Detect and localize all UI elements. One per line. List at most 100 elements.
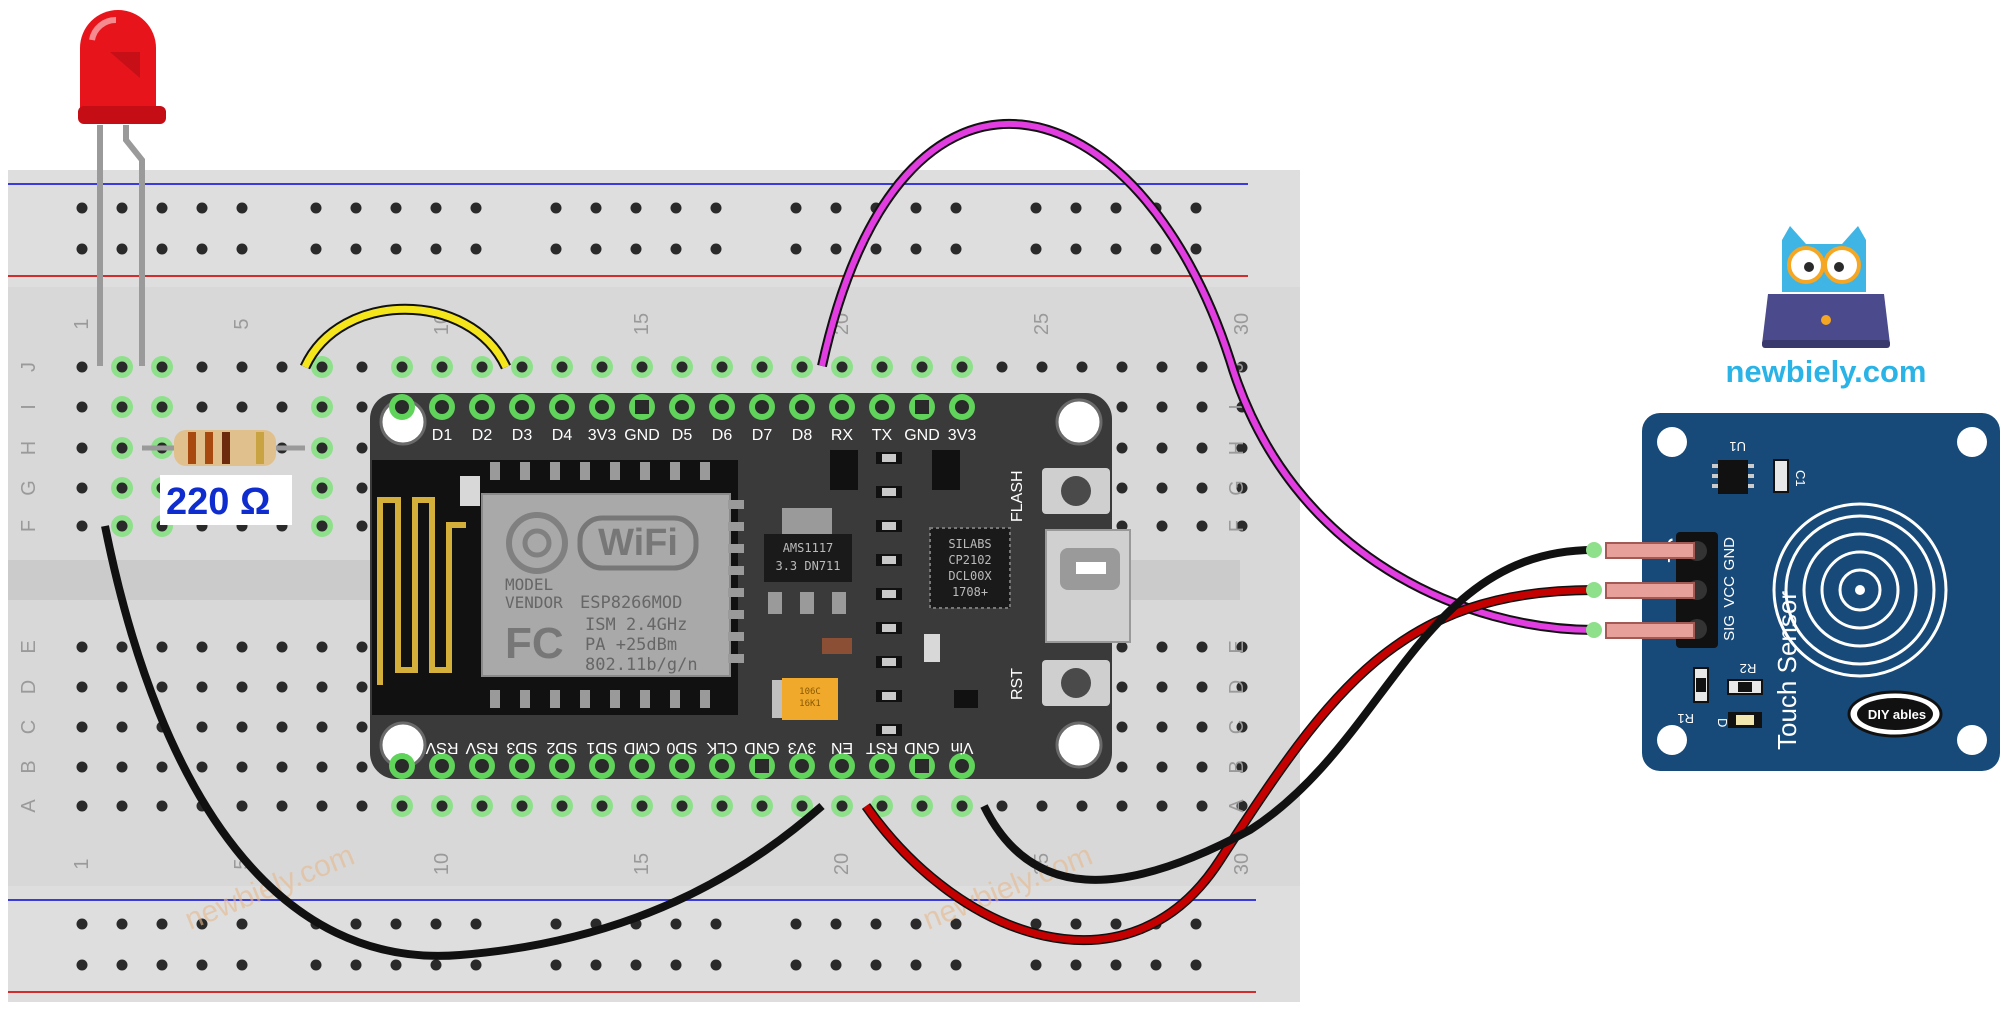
rst-button[interactable]	[1042, 660, 1110, 706]
breadboard-hole[interactable]	[236, 641, 248, 653]
rail-hole[interactable]	[310, 243, 322, 255]
breadboard-hole[interactable]	[1236, 482, 1248, 494]
breadboard-hole[interactable]	[76, 482, 88, 494]
breadboard-hole[interactable]	[76, 361, 88, 373]
board-pin-top[interactable]	[435, 400, 449, 414]
breadboard-hole[interactable]	[316, 442, 328, 454]
board-pin-bottom[interactable]	[595, 759, 609, 773]
rail-hole[interactable]	[76, 202, 88, 214]
rail-hole[interactable]	[470, 918, 482, 930]
breadboard-hole[interactable]	[236, 681, 248, 693]
breadboard-hole[interactable]	[236, 761, 248, 773]
rail-hole[interactable]	[710, 202, 722, 214]
rail-hole[interactable]	[76, 959, 88, 971]
breadboard-hole[interactable]	[156, 761, 168, 773]
breadboard-hole[interactable]	[76, 442, 88, 454]
breadboard-hole[interactable]	[116, 482, 128, 494]
board-pin-bottom[interactable]	[635, 759, 649, 773]
rail-hole[interactable]	[1190, 202, 1202, 214]
board-pin-top[interactable]	[635, 400, 649, 414]
breadboard-hole[interactable]	[276, 401, 288, 413]
rail-hole[interactable]	[710, 959, 722, 971]
board-pin-bottom[interactable]	[795, 759, 809, 773]
rail-hole[interactable]	[196, 918, 208, 930]
rail-hole[interactable]	[830, 918, 842, 930]
breadboard-hole[interactable]	[1196, 761, 1208, 773]
breadboard-hole[interactable]	[1116, 401, 1128, 413]
breadboard-hole[interactable]	[196, 401, 208, 413]
rail-hole[interactable]	[236, 202, 248, 214]
breadboard-hole[interactable]	[76, 721, 88, 733]
breadboard-hole[interactable]	[356, 761, 368, 773]
board-pin-bottom[interactable]	[755, 759, 769, 773]
breadboard-hole[interactable]	[476, 800, 488, 812]
rail-hole[interactable]	[870, 918, 882, 930]
rail-hole[interactable]	[156, 243, 168, 255]
breadboard-hole[interactable]	[756, 800, 768, 812]
rail-hole[interactable]	[1150, 959, 1162, 971]
breadboard-hole[interactable]	[1036, 361, 1048, 373]
breadboard-hole[interactable]	[236, 800, 248, 812]
rail-hole[interactable]	[630, 959, 642, 971]
rail-hole[interactable]	[950, 202, 962, 214]
rail-hole[interactable]	[1110, 243, 1122, 255]
breadboard-hole[interactable]	[1156, 361, 1168, 373]
rail-hole[interactable]	[1190, 918, 1202, 930]
board-pin-bottom[interactable]	[435, 759, 449, 773]
rail-hole[interactable]	[1030, 202, 1042, 214]
breadboard-hole[interactable]	[1116, 361, 1128, 373]
breadboard-hole[interactable]	[116, 681, 128, 693]
breadboard-hole[interactable]	[716, 361, 728, 373]
breadboard-hole[interactable]	[836, 361, 848, 373]
breadboard-hole[interactable]	[516, 800, 528, 812]
rail-hole[interactable]	[470, 202, 482, 214]
rail-hole[interactable]	[1190, 243, 1202, 255]
breadboard-hole[interactable]	[876, 361, 888, 373]
board-pin-top[interactable]	[475, 400, 489, 414]
rail-hole[interactable]	[950, 243, 962, 255]
breadboard-hole[interactable]	[796, 361, 808, 373]
breadboard-hole[interactable]	[356, 641, 368, 653]
rail-hole[interactable]	[550, 243, 562, 255]
rail-hole[interactable]	[196, 202, 208, 214]
breadboard-hole[interactable]	[196, 361, 208, 373]
breadboard-hole[interactable]	[196, 681, 208, 693]
breadboard-hole[interactable]	[156, 361, 168, 373]
breadboard-hole[interactable]	[316, 800, 328, 812]
breadboard-hole[interactable]	[1036, 800, 1048, 812]
rail-hole[interactable]	[550, 959, 562, 971]
rail-hole[interactable]	[670, 243, 682, 255]
rail-hole[interactable]	[1190, 959, 1202, 971]
breadboard-hole[interactable]	[356, 442, 368, 454]
breadboard-hole[interactable]	[316, 641, 328, 653]
rail-hole[interactable]	[1070, 918, 1082, 930]
breadboard-hole[interactable]	[1076, 800, 1088, 812]
rail-hole[interactable]	[630, 202, 642, 214]
rail-hole[interactable]	[156, 202, 168, 214]
board-pin-bottom[interactable]	[955, 759, 969, 773]
board-pin-bottom[interactable]	[675, 759, 689, 773]
board-pin-top[interactable]	[915, 400, 929, 414]
breadboard-hole[interactable]	[1196, 361, 1208, 373]
rail-hole[interactable]	[350, 243, 362, 255]
breadboard-hole[interactable]	[956, 361, 968, 373]
board-pin-top[interactable]	[515, 400, 529, 414]
board-pin-top[interactable]	[675, 400, 689, 414]
breadboard-hole[interactable]	[956, 800, 968, 812]
breadboard-hole[interactable]	[116, 361, 128, 373]
breadboard-hole[interactable]	[596, 800, 608, 812]
breadboard-hole[interactable]	[1236, 761, 1248, 773]
breadboard-hole[interactable]	[76, 520, 88, 532]
board-pin-bottom[interactable]	[715, 759, 729, 773]
breadboard-hole[interactable]	[276, 361, 288, 373]
breadboard-hole[interactable]	[1076, 361, 1088, 373]
breadboard-hole[interactable]	[556, 361, 568, 373]
rail-hole[interactable]	[830, 243, 842, 255]
breadboard-hole[interactable]	[156, 681, 168, 693]
rail-hole[interactable]	[116, 202, 128, 214]
breadboard-hole[interactable]	[156, 641, 168, 653]
breadboard-hole[interactable]	[316, 721, 328, 733]
rail-hole[interactable]	[630, 243, 642, 255]
breadboard-hole[interactable]	[396, 800, 408, 812]
breadboard-hole[interactable]	[876, 800, 888, 812]
